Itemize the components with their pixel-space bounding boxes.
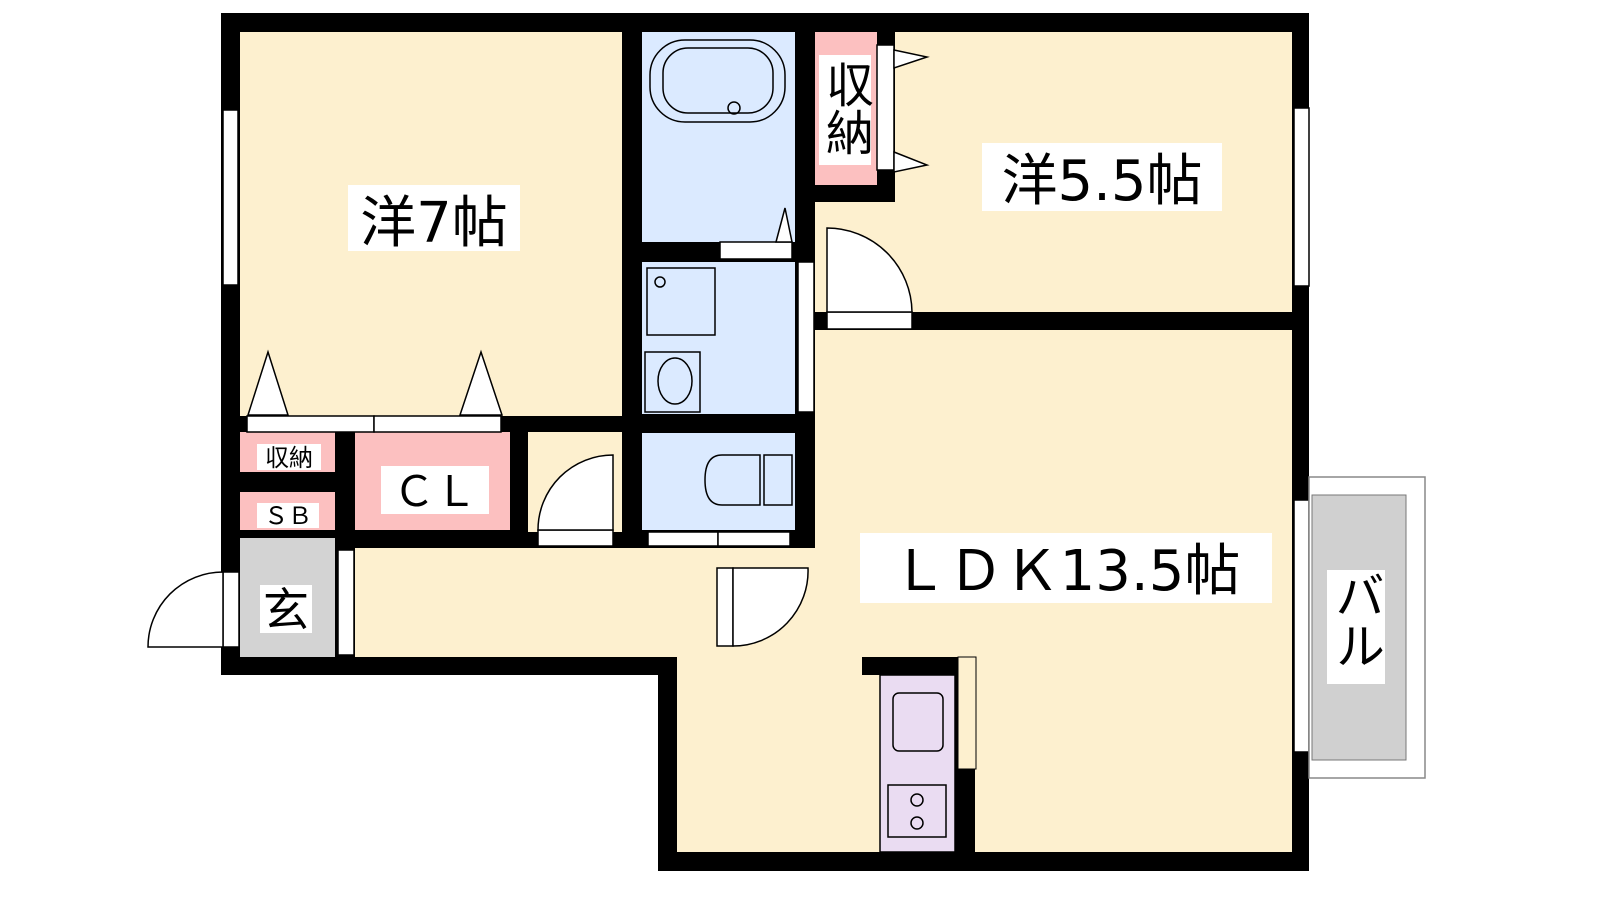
hallway [355, 548, 715, 657]
stove-icon [887, 784, 947, 838]
bathroom [642, 32, 795, 242]
label-entrance: 玄 [263, 583, 309, 637]
label-balcony: バル [1327, 570, 1385, 670]
label-storage-small: 収納 [265, 444, 313, 472]
label-western-7: 洋7帖 [360, 191, 508, 256]
label-ldk: ＬＤＫ13.5帖 [892, 539, 1241, 604]
label-closet: ＣＬ [393, 467, 477, 516]
toilet-icon [704, 454, 793, 506]
washroom [642, 262, 795, 414]
label-storage-top: 収納 [817, 60, 873, 156]
washer-icon [646, 267, 716, 336]
label-shoe-box: ＳＢ [264, 502, 312, 530]
toilet [642, 433, 795, 530]
sink-icon [892, 692, 944, 752]
washbasin-icon [644, 351, 701, 413]
bathtub-icon [649, 39, 786, 123]
label-western-5-5: 洋5.5帖 [1001, 149, 1202, 214]
